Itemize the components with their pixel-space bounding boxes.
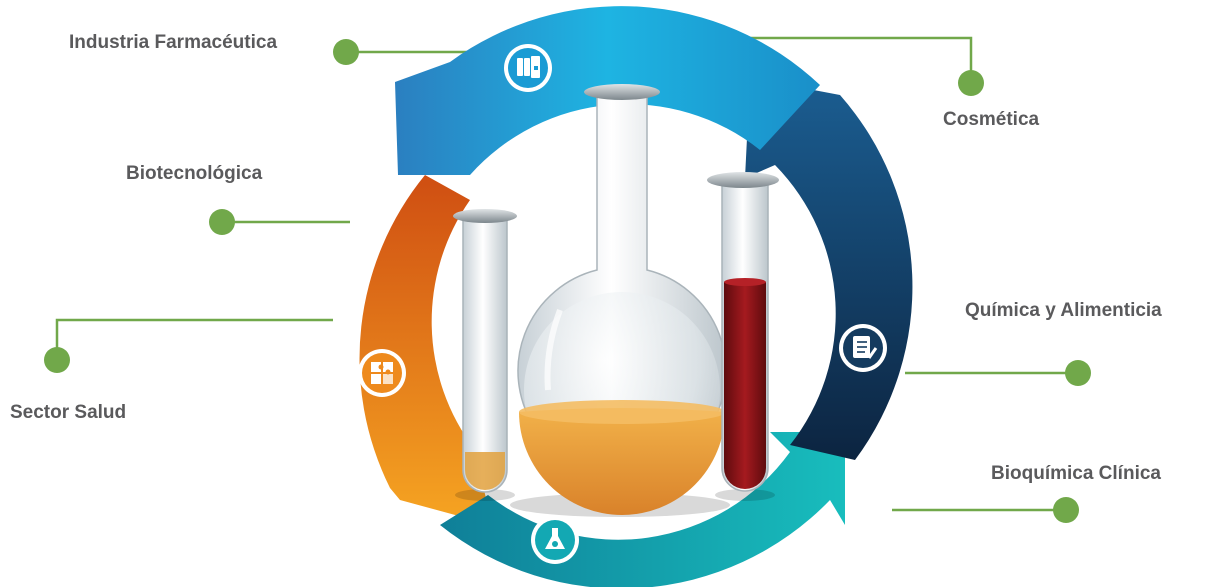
flask-liquid <box>519 408 725 515</box>
flask-icon <box>531 516 579 564</box>
label-sector-salud: Sector Salud <box>10 402 127 423</box>
connector-sector-salud <box>55 318 333 360</box>
dot-biotecnologica <box>209 209 235 235</box>
binders-icon <box>504 44 552 92</box>
round-bottom-flask <box>510 84 730 517</box>
label-quimica-alimenticia: Química y Alimenticia <box>965 300 1162 321</box>
dot-quimica-alimenticia <box>1065 360 1091 386</box>
arrow-left-segment <box>359 175 492 525</box>
label-cosmetica: Cosmética <box>943 109 1040 130</box>
connector-cosmetica <box>735 36 973 83</box>
connector-dots <box>44 39 1091 523</box>
label-biotecnologica: Biotecnológica <box>126 163 263 184</box>
notebook-icon <box>839 324 887 372</box>
tube-liquid <box>724 282 766 489</box>
dot-bioquimica-clinica <box>1053 497 1079 523</box>
dot-sector-salud <box>44 347 70 373</box>
connector-lines <box>55 36 1078 512</box>
label-bioquimica-clinica: Bioquímica Clínica <box>991 463 1161 484</box>
label-industria-farmaceutica: Industria Farmacéutica <box>69 32 278 53</box>
right-test-tube <box>707 172 779 501</box>
puzzle-icon <box>358 349 406 397</box>
dot-industria-farmaceutica <box>333 39 359 65</box>
dot-cosmetica <box>958 70 984 96</box>
left-test-tube <box>453 209 517 501</box>
